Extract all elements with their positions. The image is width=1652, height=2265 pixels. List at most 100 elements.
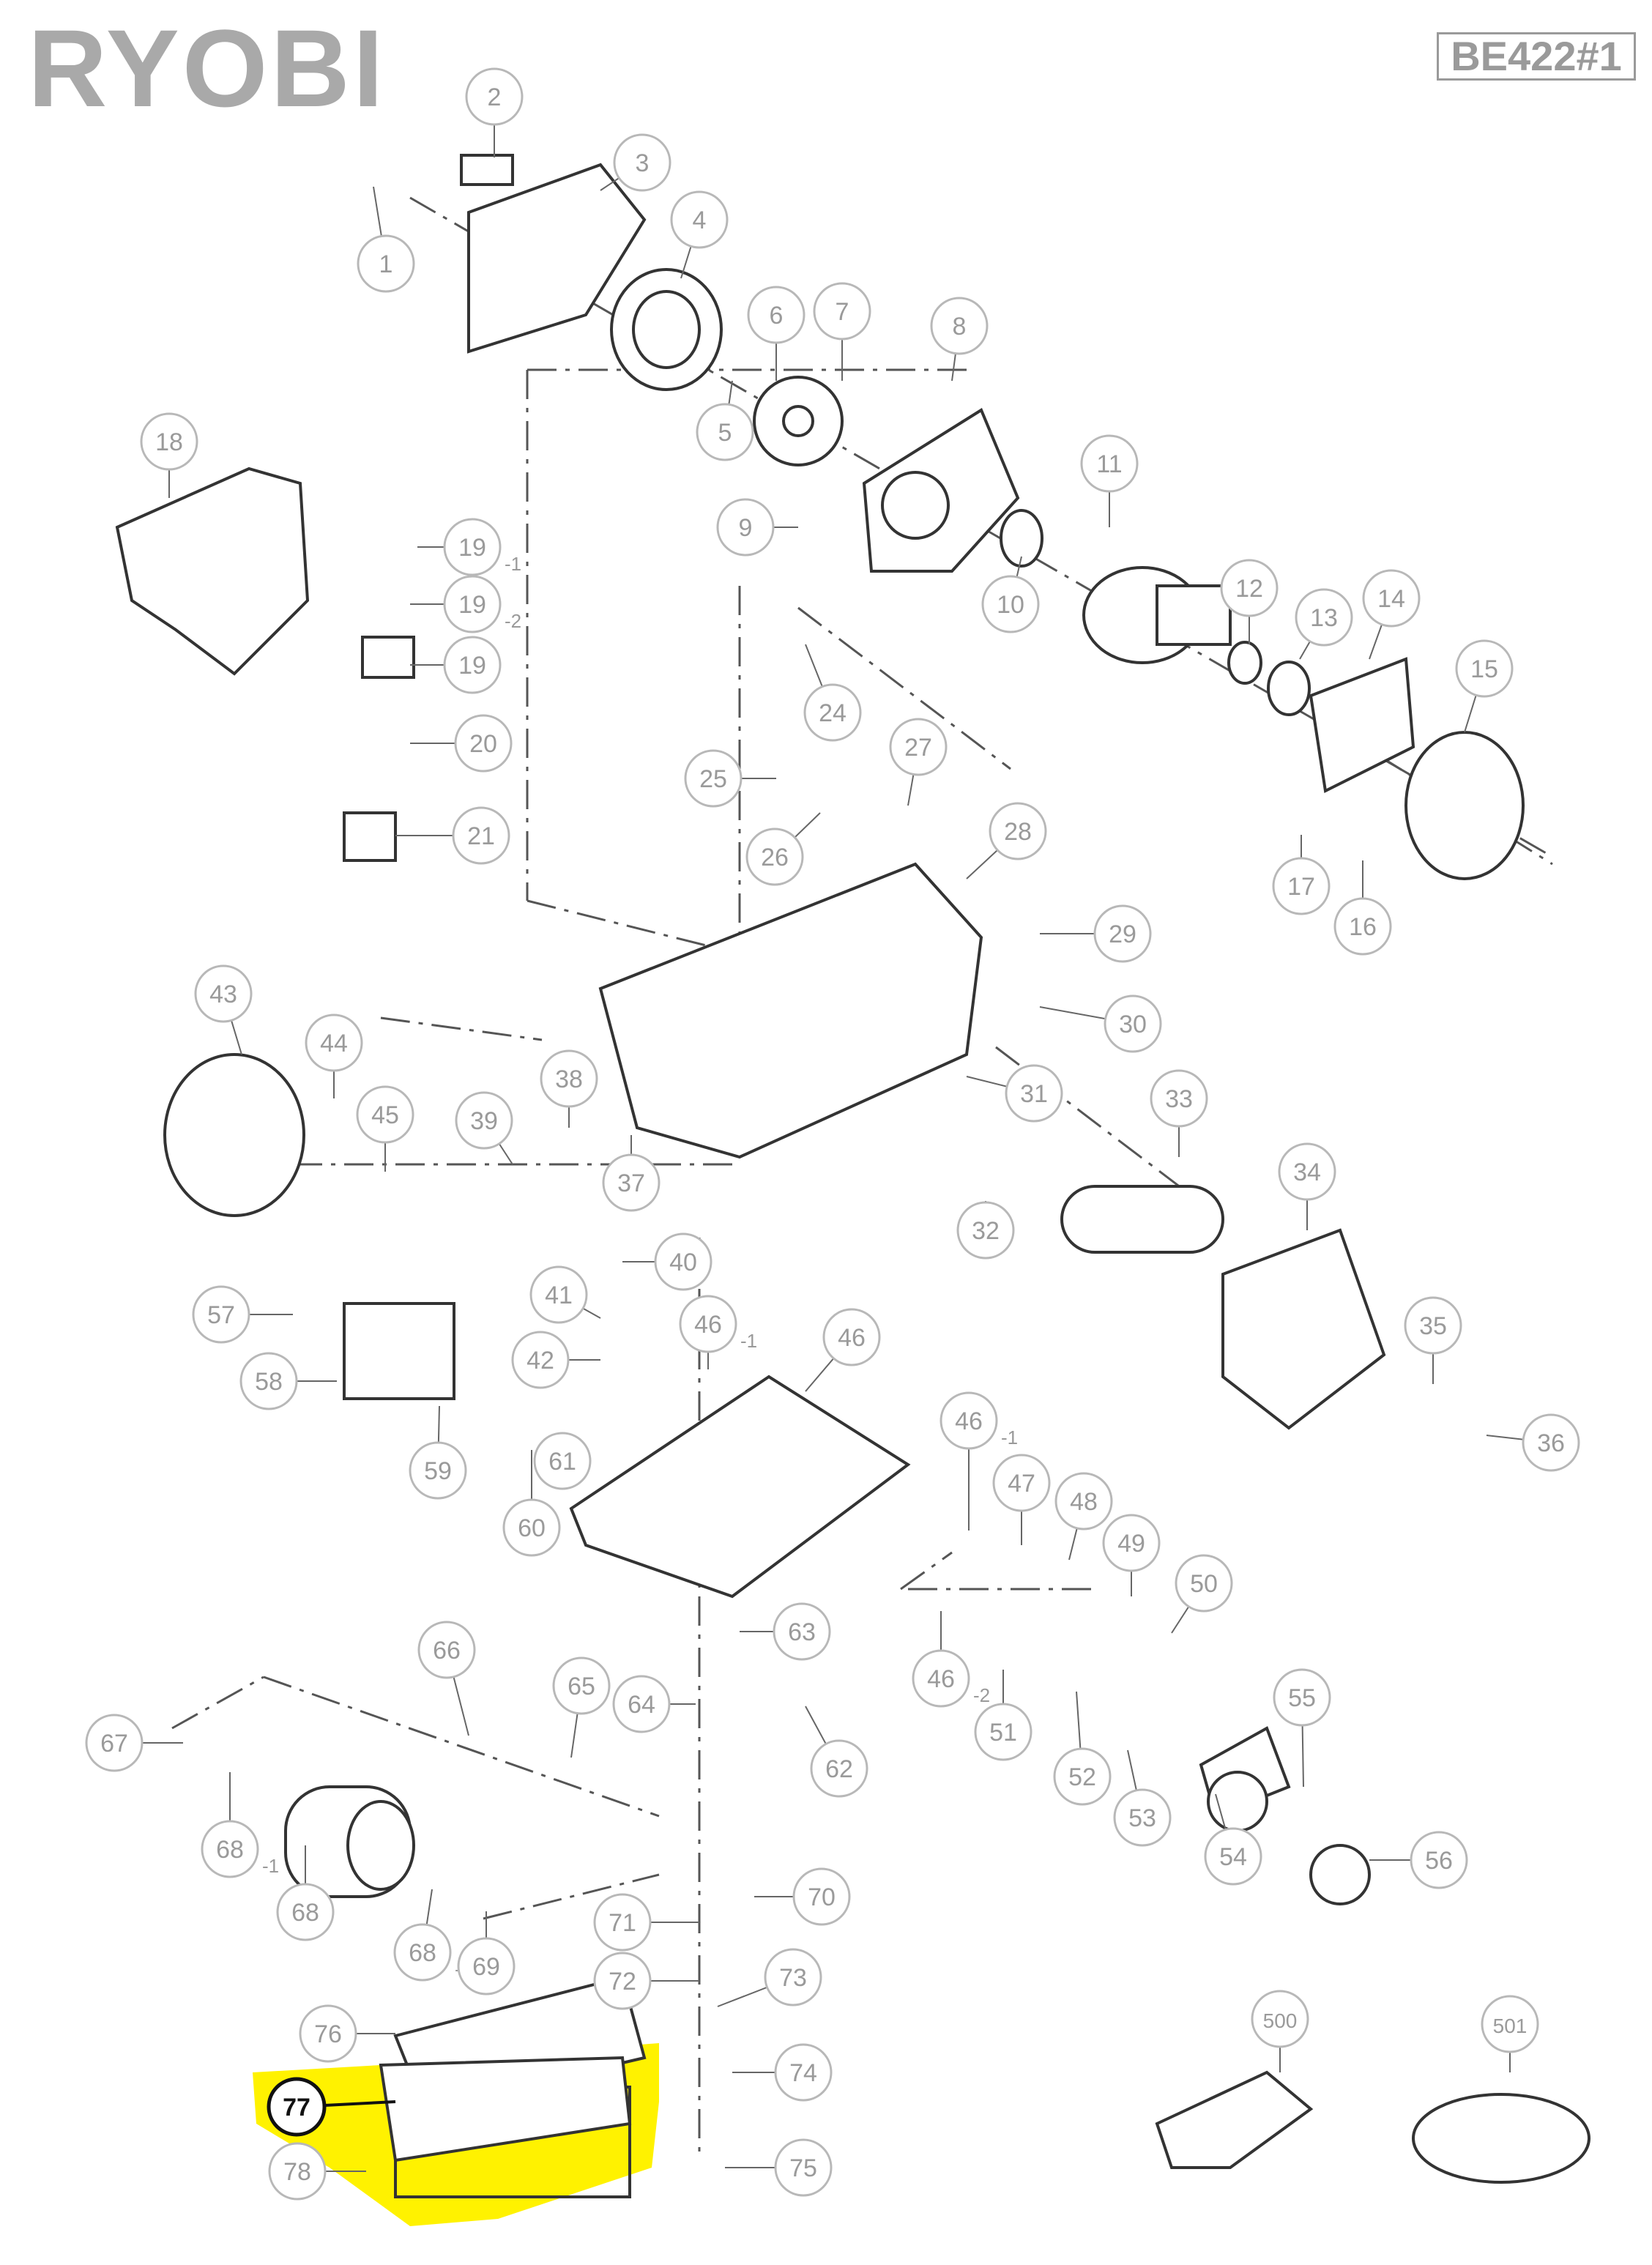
callout-p73[interactable]: 73 <box>764 1948 822 2006</box>
callout-p57[interactable]: 57 <box>192 1285 250 1344</box>
callout-circle <box>1175 1554 1233 1613</box>
callout-circle <box>940 1391 998 1450</box>
callout-p1[interactable]: 1 <box>357 234 415 293</box>
callout-circle <box>1522 1413 1580 1472</box>
callout-p46a[interactable]: 46-1 <box>679 1295 757 1353</box>
callout-p68a[interactable]: 68-1 <box>201 1820 279 1878</box>
callout-p46d[interactable]: 46-2 <box>912 1649 990 1708</box>
callout-p75[interactable]: 75 <box>774 2138 833 2197</box>
callout-p39[interactable]: 39 <box>455 1091 513 1150</box>
callout-p37[interactable]: 37 <box>602 1153 661 1212</box>
callout-p60[interactable]: 60 <box>502 1498 561 1557</box>
callout-p19c[interactable]: 19 <box>443 636 502 694</box>
callout-p35[interactable]: 35 <box>1404 1296 1462 1355</box>
callout-p6[interactable]: 6 <box>747 286 805 344</box>
callout-p4[interactable]: 4 <box>670 190 729 249</box>
callout-p52[interactable]: 52 <box>1053 1747 1112 1806</box>
callout-p28[interactable]: 28 <box>989 802 1047 860</box>
callout-label: 40 <box>669 1249 697 1276</box>
callout-p72[interactable]: 72 <box>593 1952 652 2010</box>
callout-circle <box>602 1153 661 1212</box>
callout-p19b[interactable]: 19-2 <box>443 575 521 633</box>
callout-p27[interactable]: 27 <box>889 718 948 776</box>
callout-p500[interactable]: 500 <box>1251 1990 1309 2048</box>
callout-p2[interactable]: 2 <box>465 67 524 126</box>
callout-p41[interactable]: 41 <box>529 1265 588 1324</box>
callout-label: 51 <box>989 1719 1017 1747</box>
callout-p76[interactable]: 76 <box>299 2004 357 2063</box>
callout-p38[interactable]: 38 <box>540 1049 598 1108</box>
callout-p53[interactable]: 53 <box>1113 1788 1172 1847</box>
callout-label: 19 <box>458 534 486 562</box>
callout-p48[interactable]: 48 <box>1054 1472 1113 1531</box>
callout-p9[interactable]: 9 <box>716 498 775 557</box>
callout-p66[interactable]: 66 <box>417 1621 476 1679</box>
callout-p24[interactable]: 24 <box>803 683 862 742</box>
callout-p21[interactable]: 21 <box>452 806 510 865</box>
callout-label: 9 <box>739 514 753 542</box>
callout-p78[interactable]: 78 <box>268 2142 327 2201</box>
callout-p31[interactable]: 31 <box>1005 1064 1063 1123</box>
callout-p30[interactable]: 30 <box>1104 994 1162 1053</box>
callout-p77[interactable]: 77 <box>267 2077 327 2137</box>
callout-p43[interactable]: 43 <box>194 964 253 1023</box>
callout-p56[interactable]: 56 <box>1410 1831 1468 1889</box>
callout-p67[interactable]: 67 <box>85 1714 144 1772</box>
callout-circle <box>696 403 754 461</box>
callout-p15[interactable]: 15 <box>1455 639 1514 698</box>
callout-p59[interactable]: 59 <box>409 1441 467 1500</box>
callout-p49[interactable]: 49 <box>1102 1514 1161 1572</box>
callout-label: 78 <box>283 2158 311 2186</box>
callout-p14[interactable]: 14 <box>1362 569 1421 628</box>
callout-p63[interactable]: 63 <box>773 1602 831 1661</box>
callout-p26[interactable]: 26 <box>745 827 804 886</box>
callout-p13[interactable]: 13 <box>1295 588 1353 647</box>
callout-p69[interactable]: 69 <box>457 1937 516 1996</box>
callout-p8[interactable]: 8 <box>930 297 989 355</box>
callout-label: 41 <box>545 1282 573 1309</box>
callout-p501[interactable]: 501 <box>1481 1995 1539 2053</box>
callout-p11[interactable]: 11 <box>1080 434 1139 493</box>
callout-p58[interactable]: 58 <box>239 1352 298 1410</box>
callout-p62[interactable]: 62 <box>810 1739 868 1798</box>
callout-suffix: -2 <box>973 1684 990 1706</box>
callout-p19a[interactable]: 19-1 <box>443 518 521 576</box>
callout-p18[interactable]: 18 <box>140 412 198 471</box>
callout-p68b[interactable]: 68 <box>276 1883 335 1941</box>
callout-p74[interactable]: 74 <box>774 2043 833 2102</box>
callout-p51[interactable]: 51 <box>974 1703 1032 1761</box>
callout-p55[interactable]: 55 <box>1273 1668 1331 1727</box>
callout-p7[interactable]: 7 <box>813 282 871 341</box>
callout-circle <box>889 718 948 776</box>
callout-label: 5 <box>718 419 732 447</box>
callout-p17[interactable]: 17 <box>1272 857 1331 915</box>
callout-p33[interactable]: 33 <box>1150 1069 1208 1128</box>
callout-p20[interactable]: 20 <box>454 714 513 773</box>
callout-p32[interactable]: 32 <box>956 1201 1015 1260</box>
callout-p44[interactable]: 44 <box>305 1014 363 1072</box>
callout-p54[interactable]: 54 <box>1204 1827 1262 1886</box>
callout-p70[interactable]: 70 <box>792 1867 851 1926</box>
callout-p36[interactable]: 36 <box>1522 1413 1580 1472</box>
callout-p3[interactable]: 3 <box>613 133 671 192</box>
callout-p71[interactable]: 71 <box>593 1893 652 1952</box>
callout-p65[interactable]: 65 <box>552 1656 611 1715</box>
callout-p34[interactable]: 34 <box>1278 1142 1336 1201</box>
callout-p40[interactable]: 40 <box>654 1232 712 1291</box>
callout-p64[interactable]: 64 <box>612 1675 671 1733</box>
callout-p45[interactable]: 45 <box>356 1085 414 1144</box>
callout-p46b[interactable]: 46 <box>822 1308 881 1366</box>
callout-p10[interactable]: 10 <box>981 575 1040 633</box>
callout-label: 68 <box>216 1836 244 1864</box>
callout-p16[interactable]: 16 <box>1333 897 1392 956</box>
callout-p12[interactable]: 12 <box>1220 559 1279 617</box>
callout-p47[interactable]: 47 <box>992 1454 1051 1512</box>
callout-p42[interactable]: 42 <box>511 1331 570 1389</box>
callout-p5[interactable]: 5 <box>696 403 754 461</box>
callout-circle <box>1053 1747 1112 1806</box>
callout-p61[interactable]: 61 <box>533 1432 592 1490</box>
callout-p25[interactable]: 25 <box>684 749 743 808</box>
callout-p50[interactable]: 50 <box>1175 1554 1233 1613</box>
callout-p29[interactable]: 29 <box>1093 904 1152 963</box>
callout-p46c[interactable]: 46-1 <box>940 1391 1018 1450</box>
